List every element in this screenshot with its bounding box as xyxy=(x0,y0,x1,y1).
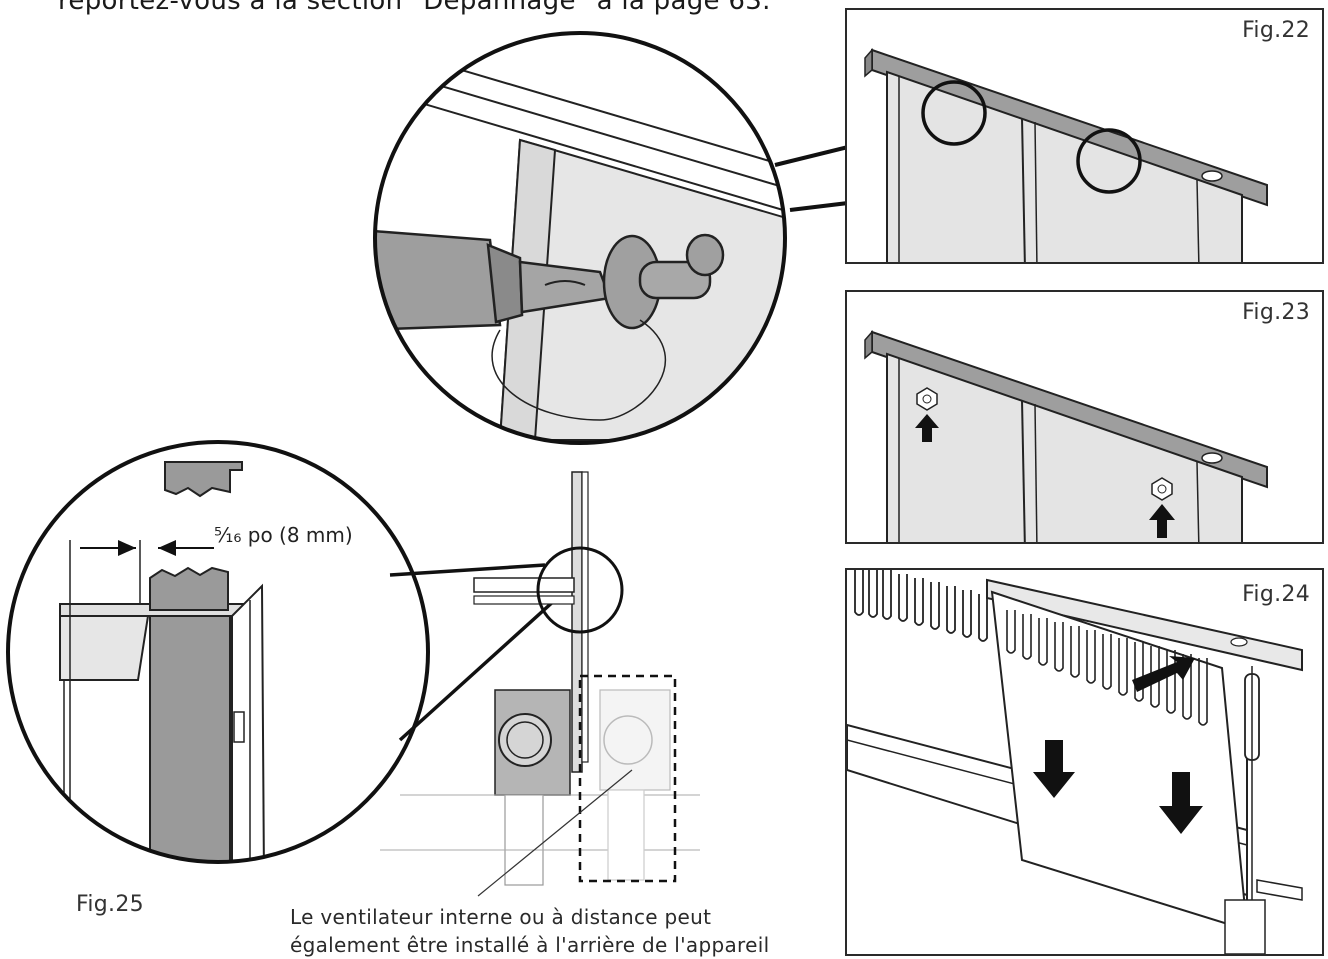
fig25-label: Fig.25 xyxy=(76,892,144,917)
fig25-assembly xyxy=(380,471,700,897)
fig22-label: Fig.22 xyxy=(1242,18,1310,43)
caption: Le ventilateur interne ou à distance peu… xyxy=(290,903,769,959)
fig22-box: Fig.22 xyxy=(845,8,1324,264)
fig24-label: Fig.24 xyxy=(1242,582,1310,607)
fig24-box: Fig.24 xyxy=(845,568,1324,956)
screw-detail-magnifier xyxy=(373,31,1081,445)
fig24-drawing xyxy=(847,570,1303,954)
fig22-drawing xyxy=(864,48,1268,262)
fig25-magnifier xyxy=(6,440,557,864)
fig23-label: Fig.23 xyxy=(1242,300,1310,325)
fig23-drawing xyxy=(864,330,1268,542)
fig23-box: Fig.23 xyxy=(845,290,1324,544)
caption-line-2: également être installé à l'arrière de l… xyxy=(290,933,770,957)
dimension-label: ⁵⁄₁₆ po (8 mm) xyxy=(214,523,353,547)
page-text-fragment: reportez-vous à la section "Dépannage" à… xyxy=(58,0,771,16)
caption-line-1: Le ventilateur interne ou à distance peu… xyxy=(290,905,712,929)
